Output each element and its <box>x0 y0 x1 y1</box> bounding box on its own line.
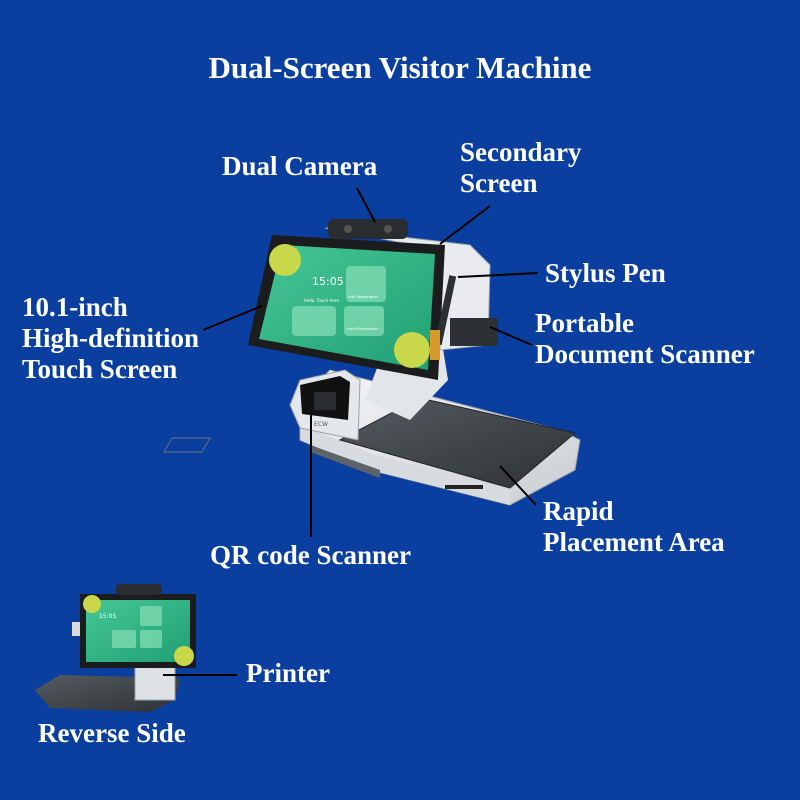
label-dual-camera: Dual Camera <box>222 151 378 181</box>
screen-tile-guest <box>344 306 384 336</box>
label-doc-scanner: Portable Document Scanner <box>535 308 755 370</box>
label-printer: Printer <box>246 658 330 688</box>
screen-deco-circle <box>394 332 430 368</box>
reverse-camera <box>116 584 162 595</box>
screen-tile-visit-label: Visit Registration <box>348 295 378 299</box>
screen-greeting: Hello, Touch Here <box>304 298 339 303</box>
label-rapid-area: Rapid Placement Area <box>543 496 725 558</box>
label-secondary-screen: Secondary Screen <box>460 137 582 199</box>
label-qr-scanner: QR code Scanner <box>210 540 411 570</box>
screen-tile-visit <box>346 266 386 302</box>
leader-dual-camera <box>356 187 376 223</box>
label-touch-screen: 10.1-inch High-definition Touch Screen <box>22 292 200 385</box>
reverse-deco-circle <box>174 646 194 666</box>
screen-tile-guest-label: Guest Registration <box>346 327 379 331</box>
screen-deco-circle <box>269 244 301 276</box>
leader-lines <box>163 187 539 676</box>
reverse-screen-display <box>86 600 190 662</box>
portable-document-scanner <box>450 318 498 346</box>
nfc-zone <box>163 437 211 453</box>
printer-module <box>134 664 176 701</box>
card-slot <box>445 485 483 489</box>
reverse-side-bracket <box>72 622 80 636</box>
camera-lens <box>384 225 392 233</box>
label-stylus-pen: Stylus Pen <box>545 258 666 288</box>
leader-touch-screen <box>202 305 263 331</box>
page-title: Dual-Screen Visitor Machine <box>208 50 592 85</box>
leader-stylus-pen <box>457 272 539 278</box>
screen-tile-main <box>292 306 336 336</box>
vent-grille <box>310 445 380 478</box>
reverse-screen-tile <box>140 606 162 626</box>
leader-secondary-screen <box>439 205 491 245</box>
reverse-deco-circle <box>83 595 101 613</box>
screen-time: 15:05 <box>312 275 344 288</box>
leader-rapid-area <box>499 465 537 506</box>
qr-scanner-lens <box>314 392 336 410</box>
scanner-hinge <box>430 330 440 360</box>
label-reverse-side: Reverse Side <box>38 718 186 748</box>
reverse-screen-time: 15:05 <box>99 613 116 620</box>
camera-lens <box>344 225 352 233</box>
qr-module-text: ECW <box>314 421 328 428</box>
reverse-screen-tile <box>140 630 162 648</box>
dual-camera <box>328 219 408 239</box>
leader-doc-scanner <box>489 326 533 346</box>
reverse-screen-tile <box>112 630 136 648</box>
stylus-pen <box>434 275 457 346</box>
